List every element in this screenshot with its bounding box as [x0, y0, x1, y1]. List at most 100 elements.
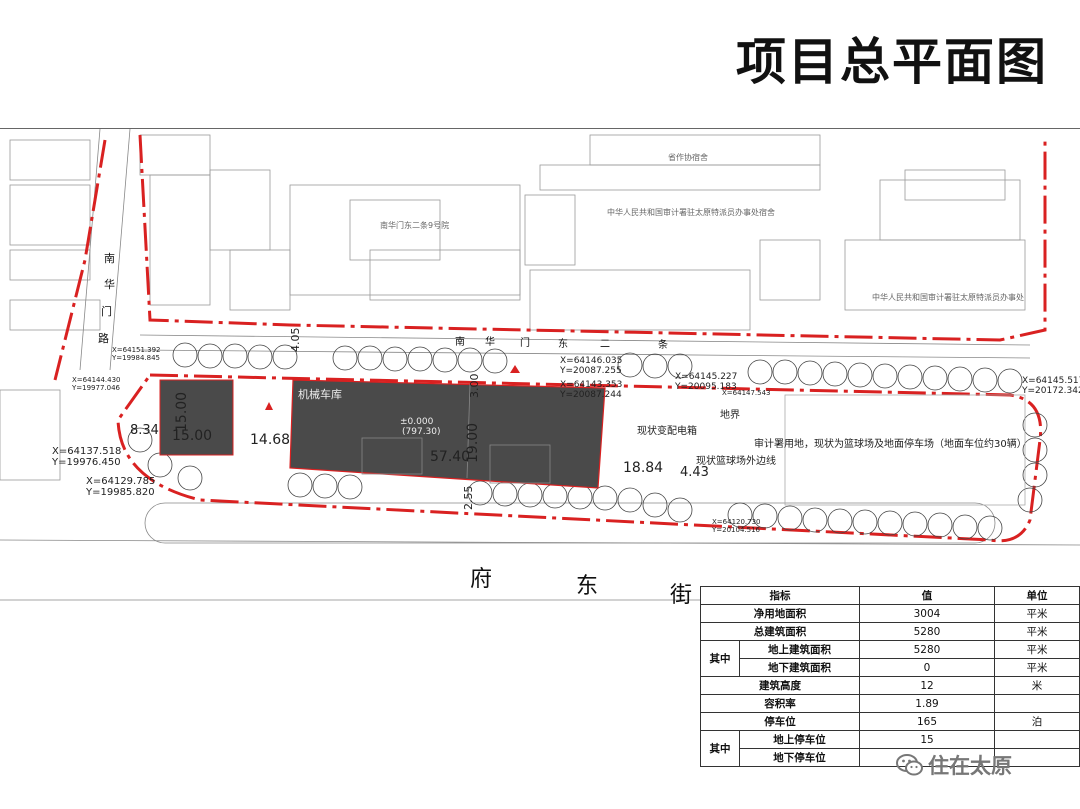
street-north-6: 条	[658, 338, 668, 351]
header-indicator: 指标	[700, 586, 860, 605]
coord-10y: Y=20104.516	[711, 526, 761, 534]
dim-14-68: 14.68	[250, 432, 290, 448]
elevation: ±0.000	[400, 417, 434, 427]
row-unit: 平米	[994, 604, 1080, 623]
dim-15-00-vertical: 15.00	[174, 392, 190, 432]
street-trees	[127, 342, 1048, 541]
coord-1y: Y=19984.845	[111, 354, 160, 362]
dim-3-00: 3.00	[468, 374, 481, 399]
table-row: 其中 地上建筑面积 5280 平米	[700, 640, 1080, 677]
street-north-1: 南	[455, 335, 465, 348]
table-row: 总建筑面积 5280 平米	[700, 622, 1080, 641]
row-unit: 平米	[994, 640, 1080, 659]
header-value: 值	[859, 586, 995, 605]
coord-6: X=64143.353	[560, 380, 622, 390]
row-name: 总建筑面积	[700, 622, 860, 641]
row-value: 15	[859, 730, 995, 749]
table-row: 净用地面积 3004 平米	[700, 604, 1080, 623]
row-value: 12	[859, 676, 995, 695]
row-value: 5280	[859, 640, 995, 659]
street-north-5: 二	[600, 339, 610, 350]
coord-2: X=64144.430	[72, 376, 121, 384]
row-value: 0	[859, 658, 995, 677]
label-ne-block: 中华人民共和国审计署驻太原特派员办事处宿舍	[607, 207, 775, 217]
street-west-1: 南	[104, 252, 115, 265]
audit-land-label: 审计署用地，现状为篮球场及地面停车场（地面车位约30辆）	[754, 437, 1027, 450]
label-e-block: 中华人民共和国审计署驻太原特派员办事处	[872, 292, 1024, 302]
table-header-row: 指标 值 单位	[700, 586, 1080, 605]
garage-label: 机械车库	[298, 387, 342, 401]
table-row: 停车位 165 泊	[700, 712, 1080, 731]
wechat-icon	[896, 754, 923, 776]
row-unit: 平米	[994, 622, 1080, 641]
frame-divider	[0, 128, 1080, 129]
street-west-2: 华	[104, 277, 115, 291]
table-row: 地下停车位	[701, 748, 1080, 767]
watermark: 住在太原	[896, 750, 1012, 780]
main-building	[289, 379, 606, 489]
dim-19-00: 19.00	[465, 423, 481, 463]
row-name: 地下建筑面积	[739, 658, 860, 677]
row-name: 地下停车位	[739, 748, 860, 767]
dim-18-84: 18.84	[623, 460, 663, 476]
coord-4: X=64129.785	[86, 476, 155, 487]
coord-7: X=64145.227	[675, 372, 737, 382]
dim-15-00-horizontal: 15.00	[172, 428, 212, 444]
coord-3y: Y=19976.450	[51, 457, 121, 468]
coord-1: X=64151.392	[112, 346, 161, 354]
coord-4y: Y=19985.820	[85, 487, 155, 498]
row-name: 停车位	[700, 712, 860, 731]
street-west-4: 路	[98, 332, 109, 345]
street-south-1: 府	[470, 567, 492, 592]
coord-9: X=64145.517	[1022, 376, 1080, 386]
coord-10: X=64120.730	[712, 518, 761, 526]
table-row: 其中 地上停车位 15	[700, 730, 1080, 767]
court-line-label: 现状篮球场外边线	[696, 454, 776, 467]
dim-4-05: 4.05	[289, 328, 302, 353]
indicator-table: 指标 值 单位 净用地面积 3004 平米 总建筑面积 5280 平米 其中 地…	[700, 586, 1080, 767]
row-value: 1.89	[859, 694, 995, 713]
row-group: 其中	[700, 640, 740, 677]
site-plan: 8.34 15.00 14.68 57.40 18.84 4.43 ±0.000…	[0, 129, 1080, 608]
coord-9y: Y=20172.342	[1021, 386, 1080, 396]
coord-2y: Y=19977.046	[71, 384, 121, 392]
row-unit	[994, 694, 1080, 713]
dim-2-55: 2.55	[462, 486, 475, 511]
street-north-2: 华	[485, 335, 495, 348]
street-west-3: 门	[101, 304, 112, 318]
dim-4-43: 4.43	[680, 465, 709, 480]
header-unit: 单位	[994, 586, 1080, 605]
entry-arrow-north	[510, 365, 520, 373]
row-value: 5280	[859, 622, 995, 641]
table-row: 建筑高度 12 米	[700, 676, 1080, 695]
table-row: 容积率 1.89	[700, 694, 1080, 713]
page-title: 项目总平面图	[736, 32, 1048, 91]
row-name: 地上建筑面积	[739, 640, 860, 659]
row-name: 容积率	[700, 694, 860, 713]
row-value: 3004	[859, 604, 995, 623]
row-unit: 平米	[994, 658, 1080, 677]
street-north-3: 门	[520, 336, 530, 349]
table-row: 地下建筑面积 0 平米	[701, 658, 1080, 677]
substation-label: 现状变配电箱	[637, 424, 697, 437]
row-unit: 泊	[994, 712, 1080, 731]
street-south-2: 东	[576, 574, 598, 599]
dim-8-34: 8.34	[130, 423, 159, 438]
coord-5: X=64146.035	[560, 356, 622, 366]
coord-8: X=64147.543	[722, 389, 771, 397]
row-name: 净用地面积	[700, 604, 860, 623]
row-value: 165	[859, 712, 995, 731]
row-unit: 米	[994, 676, 1080, 695]
street-south-3: 街	[670, 583, 692, 608]
west-building	[159, 379, 234, 456]
row-name: 地上停车位	[739, 730, 860, 749]
coord-5y: Y=20087.255	[559, 366, 622, 376]
audit-court-area	[784, 394, 1026, 506]
watermark-text: 住在太原	[928, 754, 1012, 778]
row-unit	[994, 730, 1080, 749]
property-boundary	[53, 134, 1047, 543]
street-north-4: 东	[558, 337, 568, 350]
entry-arrow	[265, 402, 273, 410]
context-buildings	[0, 134, 1026, 481]
row-name: 建筑高度	[700, 676, 860, 695]
